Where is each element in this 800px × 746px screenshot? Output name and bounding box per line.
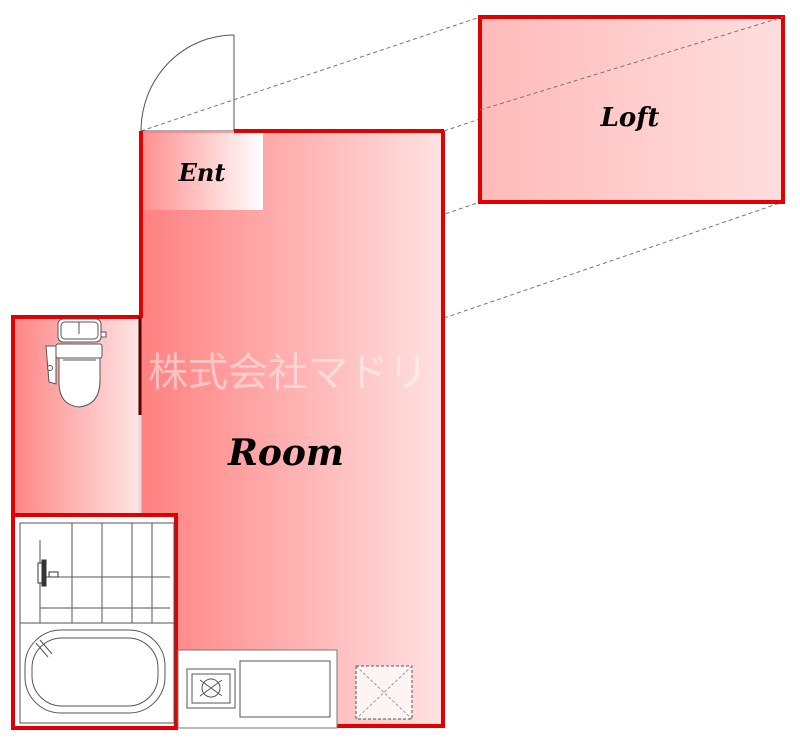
loft-label: Loft (600, 103, 660, 133)
entrance-label: Ent (178, 158, 226, 187)
toilet-room (11, 315, 142, 515)
kitchen-counter (177, 649, 338, 729)
entrance-area: Ent (143, 133, 263, 210)
kitchen-sink-icon (239, 660, 331, 718)
loft: Loft (478, 15, 785, 204)
watermark: 株式会社マドリ (148, 350, 428, 396)
bathtub-icon (19, 622, 175, 724)
washing-machine-space-icon (355, 665, 413, 720)
wash-basin-icon (57, 318, 107, 343)
shower-faucet-icon (37, 559, 59, 587)
main-room-label: Room (227, 432, 344, 474)
bathroom (11, 513, 178, 730)
gas-stove-icon (186, 668, 236, 709)
entrance-door-icon (140, 34, 235, 132)
toilet-icon (45, 343, 103, 408)
main-room (139, 129, 445, 728)
